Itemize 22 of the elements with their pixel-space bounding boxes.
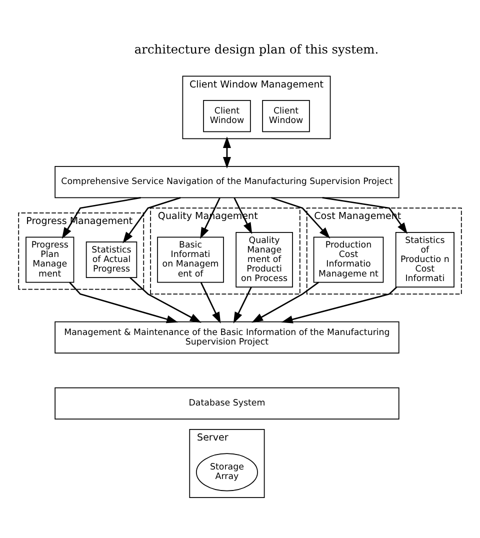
node-ellipse: Storage Array <box>196 452 258 491</box>
arrow <box>234 197 252 234</box>
node-box: Management & Maintenance of the Basic Information of the Manufacturing Supervision Project <box>54 320 400 354</box>
node-box: Production Cost Informatio Manageme nt <box>313 236 384 282</box>
node-box: Progress Plan Manage ment <box>26 236 74 282</box>
node-box: Statistics of Actual Progress <box>86 241 138 278</box>
node-box: Client Window <box>203 100 251 132</box>
node-box: Statistics of Productio n Cost Informati <box>395 231 454 288</box>
node-box: Basic Informati on Managem ent of <box>157 236 224 282</box>
arrow <box>233 286 252 324</box>
arrow <box>69 281 178 323</box>
arrow <box>200 282 221 324</box>
arrow <box>252 281 320 322</box>
arrow <box>281 286 397 323</box>
node-box: Quality Manage ment of Producti on Process <box>236 231 293 288</box>
node-box: Client Window <box>262 100 310 132</box>
label: architecture design plan of this system. <box>134 42 379 56</box>
arrow <box>200 197 220 238</box>
arrow <box>222 136 231 168</box>
node-box: Comprehensive Service Navigation of the Manufacturing Supervision Project <box>54 166 400 198</box>
arrow <box>130 276 202 322</box>
node-box: Database System <box>54 386 400 419</box>
